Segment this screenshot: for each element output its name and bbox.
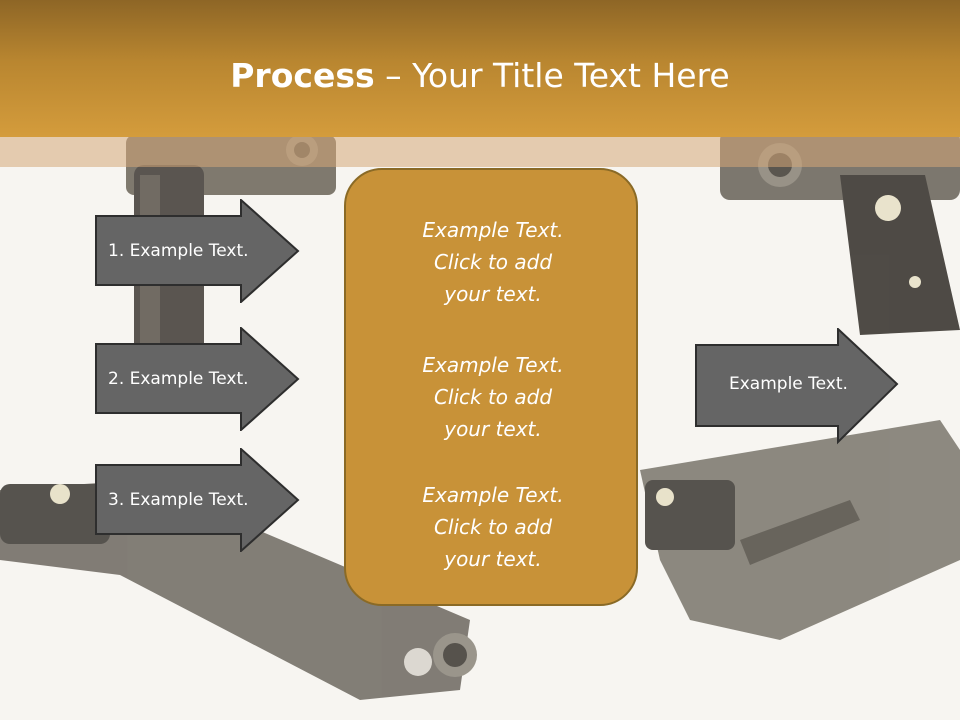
block-3-line-1: Example Text. — [422, 483, 564, 507]
block-2-line-1: Example Text. — [422, 353, 564, 377]
arrow-step-2[interactable]: 2. Example Text. — [95, 327, 301, 431]
block-2-line-3: your text. — [444, 417, 542, 441]
right-arrow-icon — [95, 327, 300, 431]
arrow-result-label: Example Text. — [729, 374, 848, 394]
block-1-line-3: your text. — [444, 282, 542, 306]
arrow-step-1-label: 1. Example Text. — [108, 241, 249, 261]
title-rest-text: – Your Title Text Here — [374, 56, 730, 95]
center-text-block-2: Example Text. Click to add your text. — [346, 349, 640, 445]
block-1-line-1: Example Text. — [422, 218, 564, 242]
arrow-step-2-label: 2. Example Text. — [108, 369, 249, 389]
arrow-step-3[interactable]: 3. Example Text. — [95, 448, 301, 552]
right-arrow-icon — [695, 328, 899, 445]
title-bar — [0, 0, 960, 137]
center-text-block-3: Example Text. Click to add your text. — [346, 479, 640, 575]
arrow-step-3-label: 3. Example Text. — [108, 490, 249, 510]
title-bold-text: Process — [230, 56, 375, 95]
block-3-line-3: your text. — [444, 547, 542, 571]
right-arrow-icon — [95, 199, 300, 303]
block-1-line-2: Click to add — [433, 250, 553, 274]
center-text-block-1: Example Text. Click to add your text. — [346, 214, 640, 310]
block-3-line-2: Click to add — [433, 515, 553, 539]
right-arrow-icon — [95, 448, 300, 552]
arrow-step-1[interactable]: 1. Example Text. — [95, 199, 301, 303]
arrow-result[interactable]: Example Text. — [695, 328, 901, 445]
title-underband — [0, 137, 960, 167]
center-text-box[interactable]: Example Text. Click to add your text. Ex… — [344, 168, 638, 606]
block-2-line-2: Click to add — [433, 385, 553, 409]
slide-title[interactable]: Process – Your Title Text Here — [0, 52, 960, 100]
